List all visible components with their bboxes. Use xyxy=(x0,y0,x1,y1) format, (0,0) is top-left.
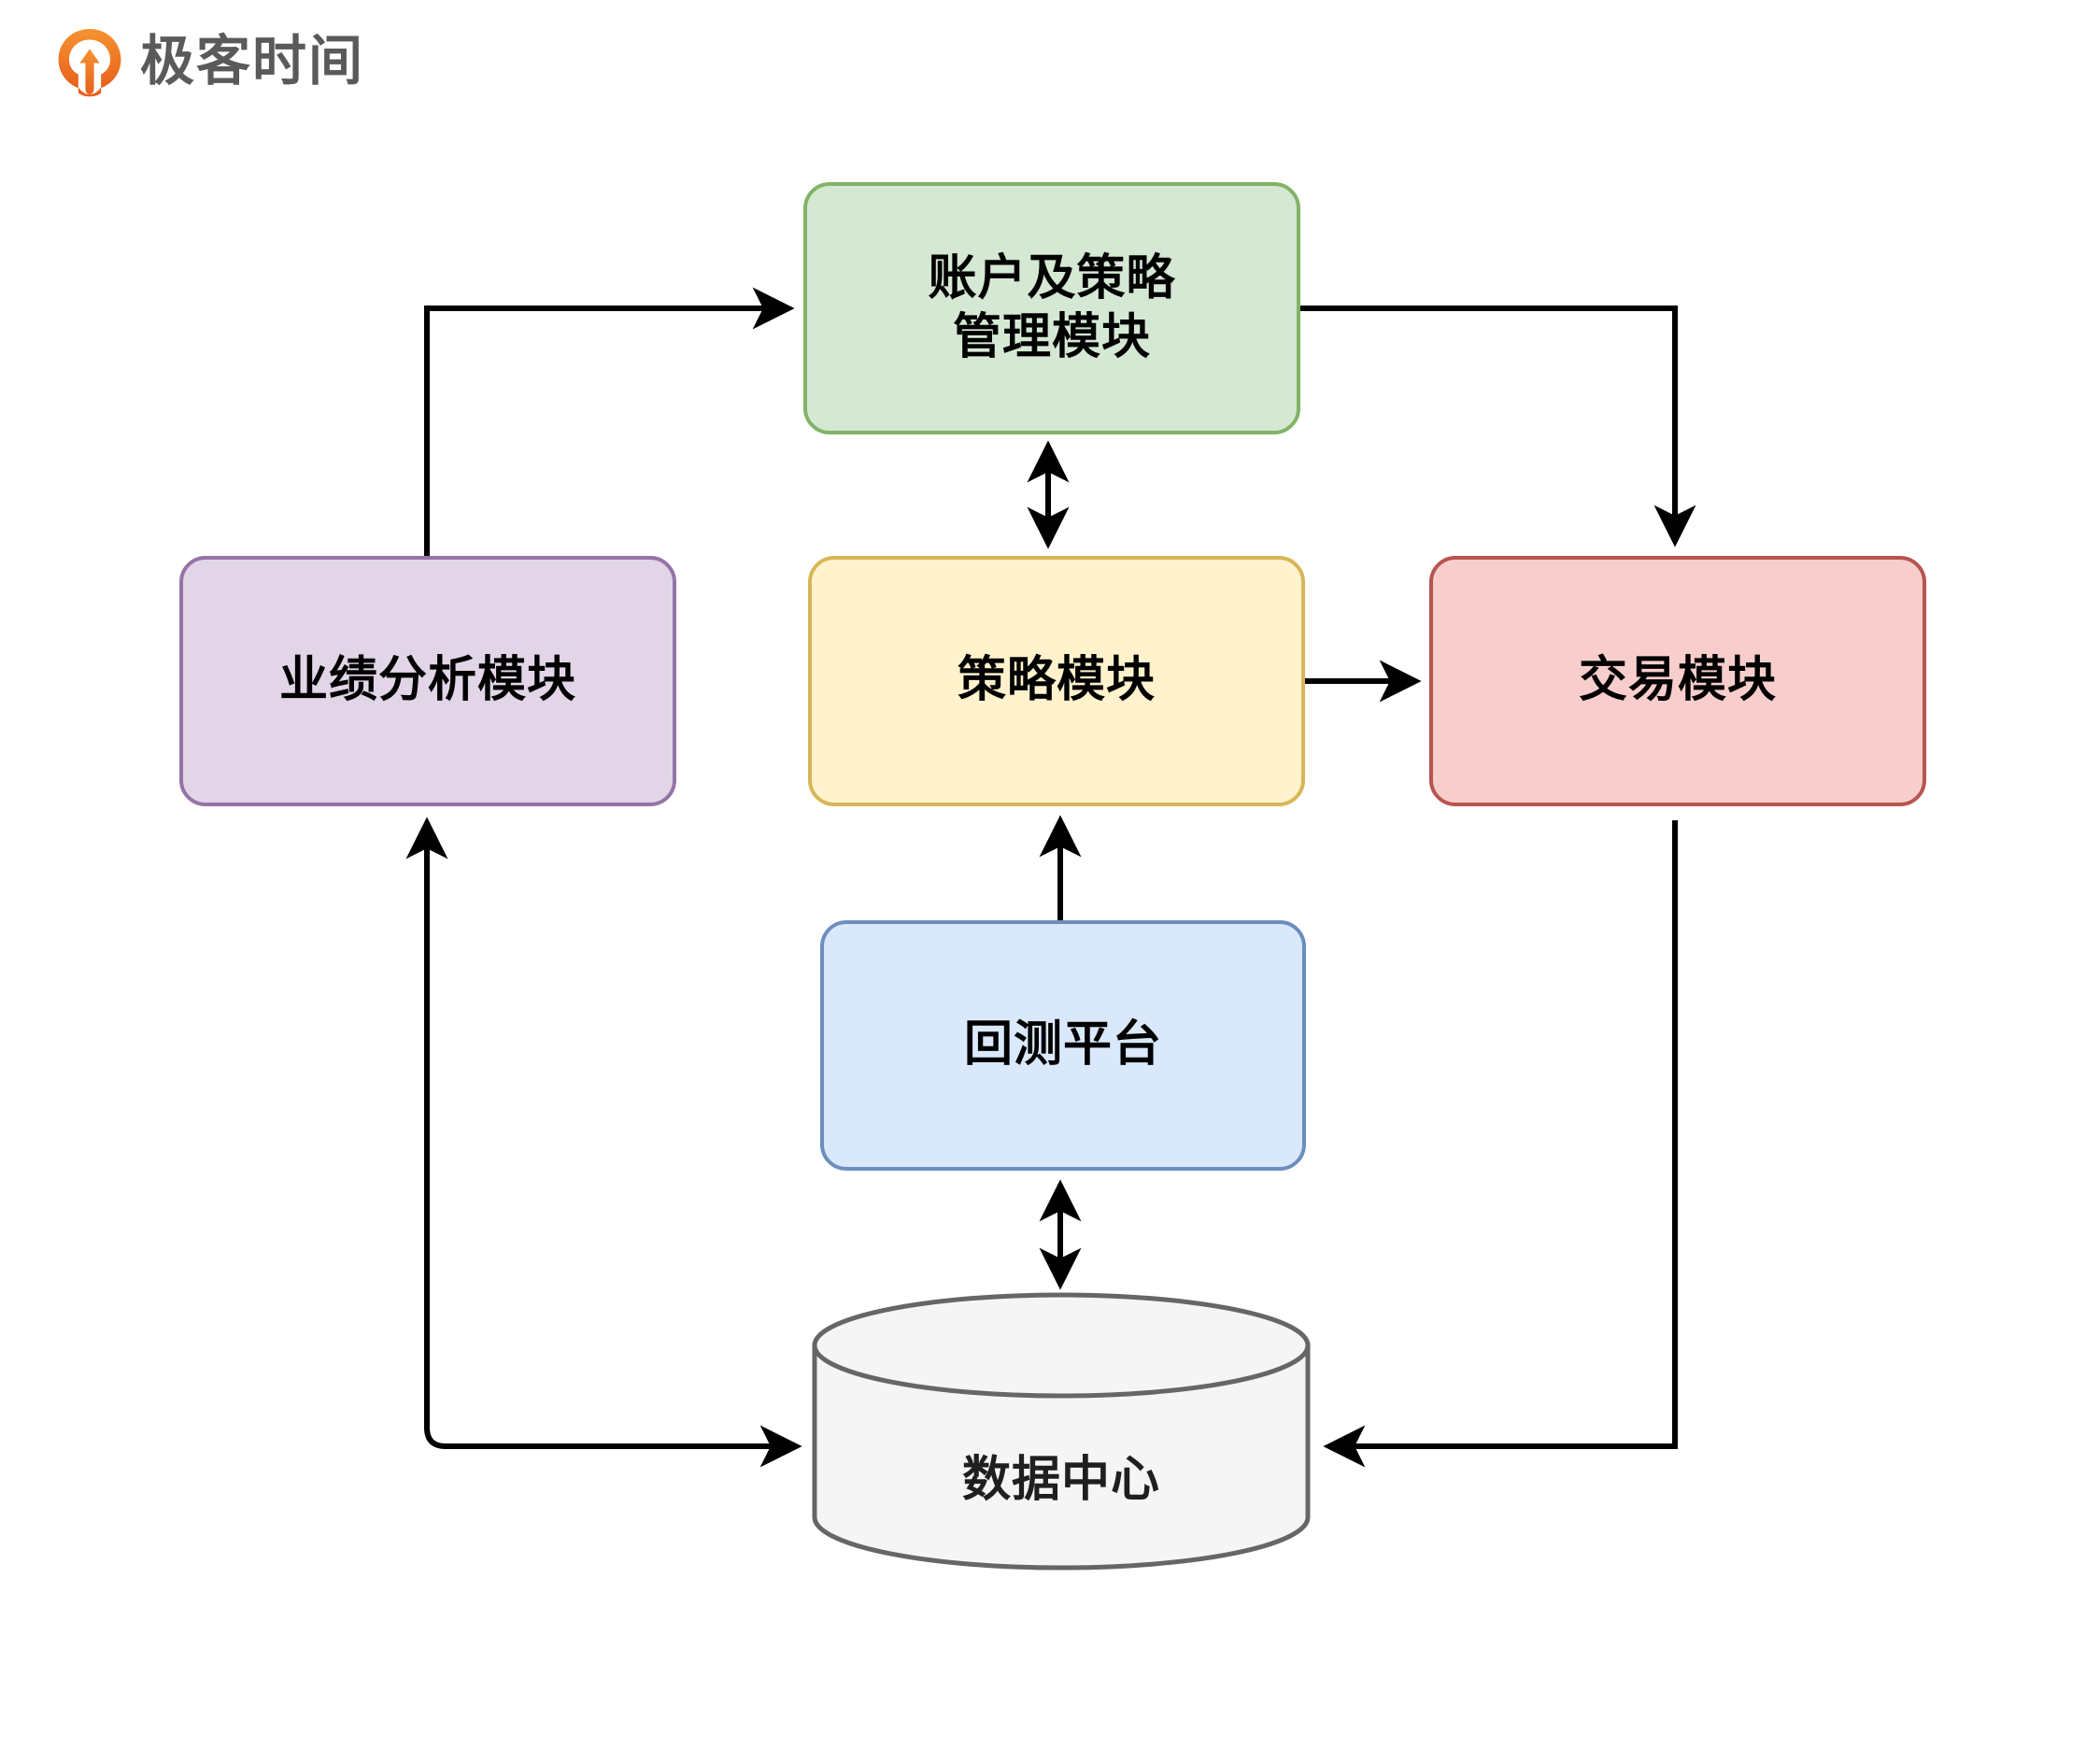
node-strategy-module[interactable]: 策略模块 xyxy=(808,556,1305,806)
node-label: 交易模块 xyxy=(1578,653,1777,708)
node-account-strategy-management[interactable]: 账户及策略 管理模块 xyxy=(803,182,1300,434)
node-label: 策略模块 xyxy=(957,653,1156,708)
edge-trade-to-datacenter xyxy=(1323,820,1678,1468)
node-label: 业绩分析模块 xyxy=(278,653,576,708)
edge-performance-to-account xyxy=(424,287,795,556)
node-backtest-platform[interactable]: 回测平台 xyxy=(820,920,1306,1171)
edge-performance-to-datacenter xyxy=(424,822,802,1468)
node-data-center[interactable]: 数据中心 xyxy=(811,1291,1312,1571)
geektime-logo-icon xyxy=(58,29,121,97)
node-trading-module[interactable]: 交易模块 xyxy=(1429,556,1926,806)
node-label: 账户及策略 管理模块 xyxy=(928,250,1176,364)
brand-logo: 极客时间 xyxy=(54,26,364,97)
brand-name: 极客时间 xyxy=(140,31,365,92)
node-performance-analysis[interactable]: 业绩分析模块 xyxy=(179,556,676,806)
cylinder-shape xyxy=(812,1292,1311,1571)
node-label: 回测平台 xyxy=(963,1017,1162,1073)
node-label: 数据中心 xyxy=(961,1452,1160,1507)
edge-account-to-trade xyxy=(1300,306,1696,547)
